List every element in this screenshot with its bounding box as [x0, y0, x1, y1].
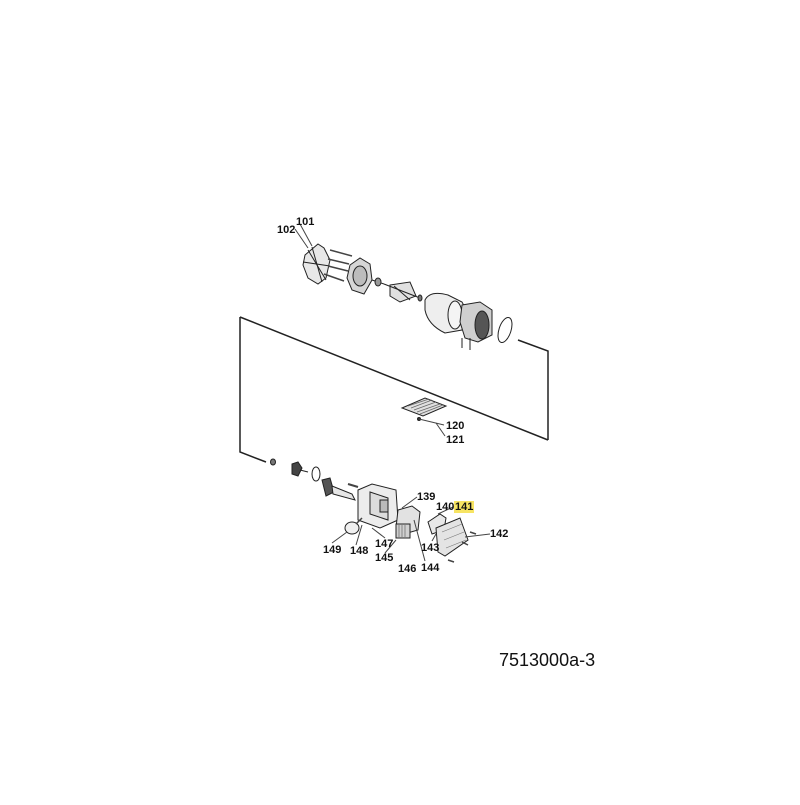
callout-141-highlighted[interactable]: 141	[454, 501, 475, 513]
figure-reference-id: 7513000a-3	[499, 650, 596, 670]
callout-101[interactable]: 101	[296, 216, 315, 228]
callout-102[interactable]: 102	[277, 224, 296, 236]
callout-149[interactable]: 149	[323, 544, 342, 556]
callout-148[interactable]: 148	[350, 545, 369, 557]
callout-139[interactable]: 139	[417, 491, 436, 503]
callout-121[interactable]: 121	[446, 434, 465, 446]
brush-plate	[302, 243, 331, 285]
callout-145[interactable]: 145	[375, 552, 394, 564]
callout-142[interactable]: 142	[490, 528, 509, 540]
callout-144[interactable]: 144	[421, 562, 440, 574]
callout-146[interactable]: 146	[398, 563, 417, 575]
callout-147[interactable]: 147	[375, 538, 394, 550]
callout-143[interactable]: 143	[421, 542, 440, 554]
callout-120[interactable]: 120	[446, 420, 465, 432]
callout-140[interactable]: 140	[436, 501, 455, 513]
